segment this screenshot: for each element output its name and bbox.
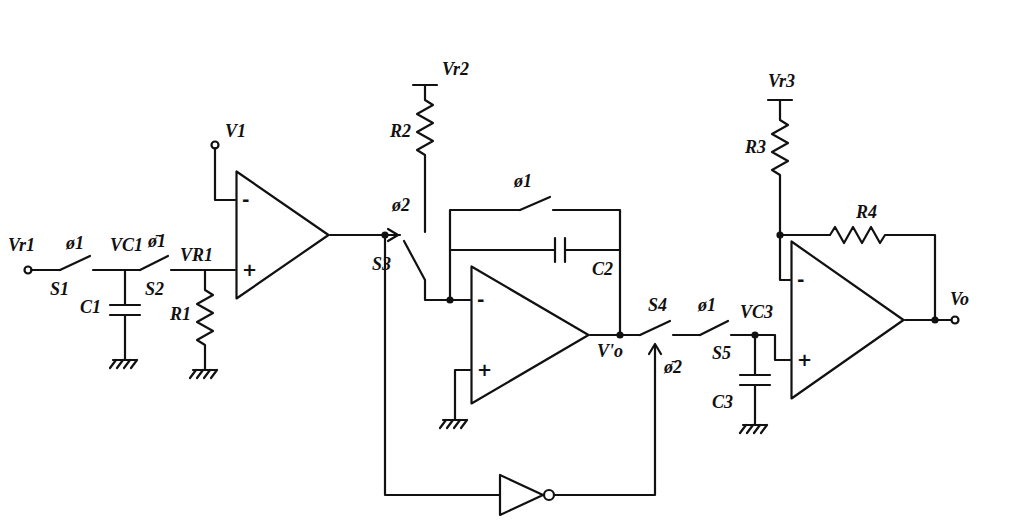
node-voltage: VC3 (740, 303, 773, 321)
inverting-input-sign: - (242, 191, 249, 209)
output-voltage: V'o (597, 342, 623, 360)
reference-voltage: Vr3 (768, 72, 795, 90)
noninverting-input-sign: + (797, 351, 812, 369)
resistor-label: R4 (856, 203, 877, 221)
inverting-input-sign: - (477, 291, 484, 309)
clock-phase: ø̄1 (148, 232, 166, 250)
capacitor-label: C3 (712, 393, 733, 411)
node-voltage: VR1 (180, 246, 213, 264)
reference-voltage: Vr2 (442, 60, 469, 78)
op-amp: -+ (790, 240, 905, 400)
clock-phase: ø̄2 (664, 358, 682, 376)
clock-phase: ø1 (514, 172, 532, 190)
inverting-input-sign: - (797, 271, 804, 289)
resistor-label: R2 (390, 122, 411, 140)
terminal-label: V1 (225, 122, 246, 140)
op-amp-triangle (235, 170, 330, 300)
switch-label: S1 (50, 280, 69, 298)
capacitor-label: C2 (592, 260, 613, 278)
switch-label: S2 (145, 280, 164, 298)
op-amp-triangle (470, 265, 590, 405)
clock-phase: ø1 (698, 296, 716, 314)
capacitor-label: C1 (80, 298, 101, 316)
op-amp: -+ (470, 265, 590, 405)
switch-label: S4 (648, 296, 667, 314)
output-voltage: Vo (950, 290, 969, 308)
switch-label: S3 (372, 255, 391, 273)
node-voltage: VC1 (110, 236, 143, 254)
switch-label: S5 (712, 344, 731, 362)
terminal-label: Vr1 (8, 236, 35, 254)
noninverting-input-sign: + (242, 261, 257, 279)
clock-phase: ø2 (392, 196, 410, 214)
clock-phase: ø1 (66, 234, 84, 252)
resistor-label: R3 (745, 138, 766, 156)
op-amp: -+ (235, 170, 330, 300)
resistor-label: R1 (170, 305, 191, 323)
op-amp-triangle (790, 240, 905, 400)
noninverting-input-sign: + (477, 361, 492, 379)
